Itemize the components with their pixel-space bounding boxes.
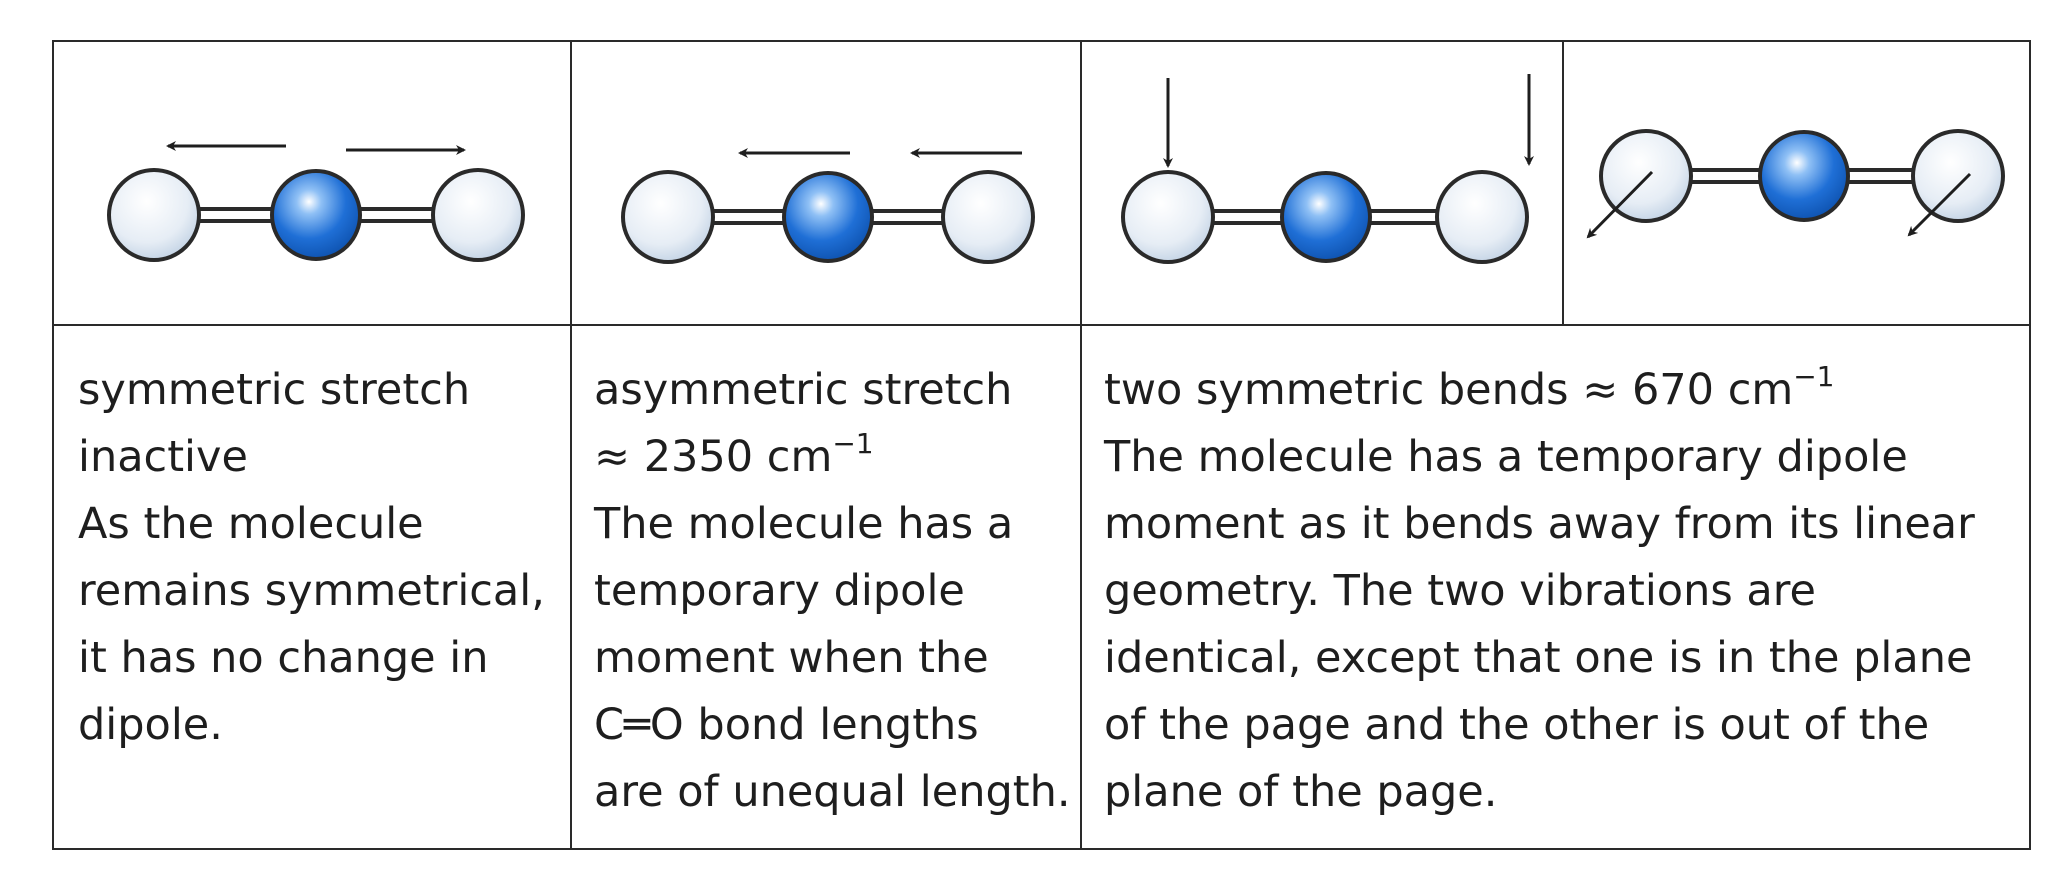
body-line: it has no change in	[78, 633, 489, 683]
column-divider-2	[1080, 42, 1082, 848]
body-line: remains symmetrical,	[78, 566, 545, 616]
body-line: dipole.	[78, 700, 223, 750]
description-asymmetric-stretch: asymmetric stretch ≈ 2350 cm−1 The molec…	[594, 357, 1071, 826]
body-line: temporary dipole	[594, 566, 965, 616]
oxygen-atom-right	[941, 170, 1035, 264]
carbon-atom	[1280, 171, 1372, 263]
body-line: moment when the	[594, 633, 989, 683]
body-line: C═O bond lengths	[594, 700, 979, 750]
body-line: The molecule has a temporary dipole	[1104, 432, 1908, 482]
column-divider-3	[1562, 42, 1564, 324]
molecule-co2	[1599, 129, 2005, 223]
vibration-modes-figure: symmetric stretch inactive As the molecu…	[52, 40, 2031, 850]
body-line: identical, except that one is in the pla…	[1104, 633, 1973, 683]
oxygen-atom-left	[1121, 170, 1215, 264]
body-line: are of unequal length.	[594, 767, 1071, 817]
ir-activity: inactive	[78, 432, 248, 482]
column-divider-1	[570, 42, 572, 848]
oxygen-atom-right	[1911, 129, 2005, 223]
carbon-atom	[1758, 130, 1850, 222]
carbon-atom	[270, 169, 362, 261]
body-line: moment as it bends away from its linear	[1104, 499, 1975, 549]
body-line: The molecule has a	[594, 499, 1014, 549]
oxygen-atom-left	[621, 170, 715, 264]
superscript: −1	[832, 427, 874, 460]
molecule-co2	[621, 170, 1035, 264]
diagram-bend-diagonal	[1564, 42, 2029, 324]
superscript: −1	[1793, 360, 1835, 393]
oxygen-atom-right	[1435, 170, 1529, 264]
oxygen-atom-left	[107, 168, 201, 262]
carbon-atom	[782, 171, 874, 263]
mode-title: two symmetric bends ≈ 670 cm−1	[1104, 360, 1835, 416]
mode-title: symmetric stretch	[78, 365, 471, 415]
row-divider	[54, 324, 2029, 326]
mode-title: asymmetric stretch	[594, 365, 1013, 415]
description-symmetric-stretch: symmetric stretch inactive As the molecu…	[78, 357, 545, 759]
diagram-symmetric-stretch	[54, 42, 570, 324]
molecule-co2	[1121, 170, 1529, 264]
body-line: geometry. The two vibrations are	[1104, 566, 1816, 616]
wavenumber: ≈ 2350 cm−1	[594, 427, 874, 483]
arrow-diagonal-left	[1586, 170, 1654, 239]
diagram-asymmetric-stretch	[572, 42, 1080, 324]
body-line: of the page and the other is out of the	[1104, 700, 1930, 750]
body-line: As the molecule	[78, 499, 424, 549]
description-symmetric-bends: two symmetric bends ≈ 670 cm−1 The molec…	[1104, 357, 1975, 826]
oxygen-atom-right	[431, 168, 525, 262]
body-line: plane of the page.	[1104, 767, 1498, 817]
arrow-diagonal-right	[1907, 172, 1972, 237]
molecule-co2	[107, 168, 525, 262]
diagram-bend-vertical	[1082, 42, 1562, 324]
